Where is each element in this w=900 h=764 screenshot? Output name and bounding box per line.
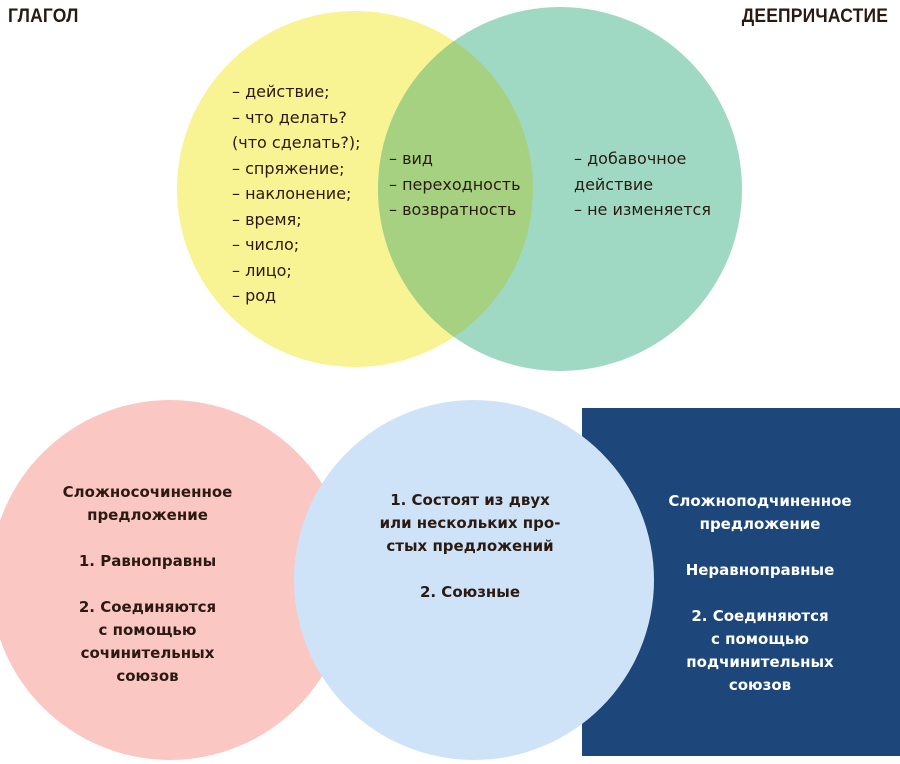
verb-feature-item: (что сделать?); [232, 133, 361, 152]
sentence-common-features-text: 1. Состоят из двух или нескольких про-сты… [345, 489, 595, 604]
text-line: сочинительных [80, 644, 215, 662]
spacer [345, 558, 595, 581]
text-line: союзов [116, 667, 179, 685]
text-line: Сложносочиненное [62, 483, 233, 501]
text-line: 2. Союзные [419, 583, 521, 601]
gerund-feature-item: – добавочное [574, 149, 687, 168]
text-line: 2. Соединяются [691, 607, 829, 625]
text-line: с помощью [98, 621, 197, 639]
text-line: Неравноправные [685, 561, 835, 579]
shared-feature-item: – вид [389, 149, 433, 168]
spacer [630, 536, 890, 559]
text-line: с помощью [711, 630, 809, 648]
gerund-feature-item: действие [574, 174, 654, 194]
text-line: союзов [728, 676, 792, 694]
verb-feature-item: – наклонение; [232, 184, 352, 203]
spacer [630, 582, 890, 605]
gerund-title: ДЕЕПРИЧАСТИЕ [741, 6, 888, 27]
spacer [40, 527, 255, 550]
gerund-features-list: – добавочное действие – не изменяется [574, 146, 711, 223]
text-line: 1. Состоят из двух [390, 491, 550, 509]
text-line: предложение [699, 515, 821, 533]
text-line: 2. Соединяются [78, 598, 217, 616]
text-line: 1. Равноправны [78, 552, 217, 570]
verb-title: ГЛАГОЛ [8, 6, 79, 27]
text-line: предложение [87, 506, 208, 524]
compound-sentence-circle [0, 400, 350, 760]
verb-feature-item: – что делать? [232, 107, 347, 127]
shared-feature-item: – возвратность [389, 200, 517, 219]
text-line: Сложноподчиненное [668, 492, 852, 510]
verb-feature-item: – действие; [232, 82, 330, 101]
compound-sentence-text: Сложносочиненное предложение 1. Равноправн… [40, 481, 255, 688]
spacer [40, 573, 255, 596]
verb-feature-item: – время; [232, 209, 302, 229]
shared-features-circle [294, 400, 654, 760]
gerund-feature-item: – не изменяется [574, 200, 711, 219]
verb-feature-item: – лицо; [232, 260, 292, 280]
verb-feature-item: – число; [232, 235, 300, 254]
text-line: стых предложений [386, 537, 554, 555]
text-line: или нескольких про- [379, 514, 561, 532]
venn-overlap [378, 11, 533, 367]
verb-feature-item: – род [232, 286, 277, 305]
text-line: подчинительных [686, 653, 834, 671]
verb-feature-item: – спряжение; [232, 158, 345, 178]
shared-feature-item: – переходность [389, 174, 521, 194]
shared-features-list: – вид – переходность – возвратность [389, 146, 521, 223]
verb-features-list: – действие; – что делать? (что сделать?); –… [232, 79, 361, 309]
